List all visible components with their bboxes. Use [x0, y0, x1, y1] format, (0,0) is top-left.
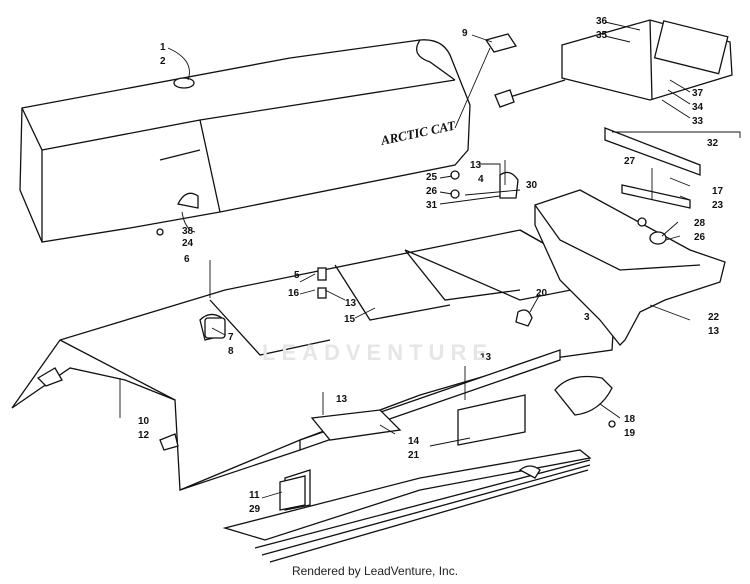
- callout-7: 7: [228, 332, 234, 343]
- side-panel: [534, 189, 726, 346]
- stripe-decal: [222, 449, 592, 563]
- decal-strip: [604, 127, 701, 176]
- callout-9: 9: [462, 28, 468, 39]
- callout-36: 36: [596, 16, 608, 27]
- callout-18: 18: [624, 414, 636, 425]
- hinge-bracket: [279, 475, 306, 511]
- callout-17: 17: [712, 186, 724, 197]
- callout-6: 6: [184, 254, 190, 265]
- footer-credit: Rendered by LeadVenture, Inc.: [291, 564, 459, 578]
- callout-21: 21: [408, 450, 420, 461]
- callout-13-a: 13: [470, 160, 482, 171]
- callout-26-a: 26: [426, 186, 438, 197]
- fastener-9: [454, 33, 518, 129]
- callout-38: 38: [182, 226, 194, 237]
- latch-clip: [499, 171, 519, 199]
- callout-34: 34: [692, 102, 704, 113]
- callout-32: 32: [707, 138, 719, 149]
- callout-28: 28: [694, 218, 706, 229]
- callout-20: 20: [536, 288, 548, 299]
- callout-12: 12: [138, 430, 150, 441]
- callout-13-b: 13: [345, 298, 357, 309]
- callout-33: 33: [692, 116, 704, 127]
- callout-24: 24: [182, 238, 194, 249]
- callout-23: 23: [712, 200, 724, 211]
- callout-13-e: 13: [708, 326, 720, 337]
- callout-15: 15: [344, 314, 356, 325]
- callout-29: 29: [249, 504, 261, 515]
- callout-30: 30: [526, 180, 538, 191]
- mount-plate: [621, 184, 691, 209]
- callout-13-c: 13: [480, 352, 492, 363]
- callout-19: 19: [624, 428, 636, 439]
- callout-3: 3: [584, 312, 590, 323]
- callout-10: 10: [138, 416, 150, 427]
- callout-16: 16: [288, 288, 300, 299]
- callout-27: 27: [624, 156, 636, 167]
- hardware: [119, 160, 653, 428]
- callout-25: 25: [426, 172, 438, 183]
- callout-4: 4: [478, 174, 484, 185]
- rear-handle: [554, 375, 613, 416]
- callout-11: 11: [249, 490, 260, 501]
- seat-cushion: ARCTIC CAT: [19, 39, 471, 243]
- callout-8: 8: [228, 346, 234, 357]
- callout-26-b: 26: [694, 232, 706, 243]
- leader-lines: [167, 21, 741, 499]
- callout-14: 14: [408, 436, 420, 447]
- callout-labels: 1 2 3 4 5 6 7 8 9 10 11 12 13 13 13 13 1…: [138, 16, 724, 515]
- callout-22: 22: [708, 312, 720, 323]
- callout-37: 37: [692, 88, 704, 99]
- callout-1: 1: [160, 42, 166, 53]
- callout-2: 2: [160, 56, 166, 67]
- callout-35: 35: [596, 30, 608, 41]
- callout-5: 5: [294, 270, 300, 281]
- callout-13-d: 13: [336, 394, 348, 405]
- taillight-assembly: [494, 19, 733, 108]
- watermark: LEADVENTURE: [262, 340, 494, 365]
- callout-31: 31: [426, 200, 438, 211]
